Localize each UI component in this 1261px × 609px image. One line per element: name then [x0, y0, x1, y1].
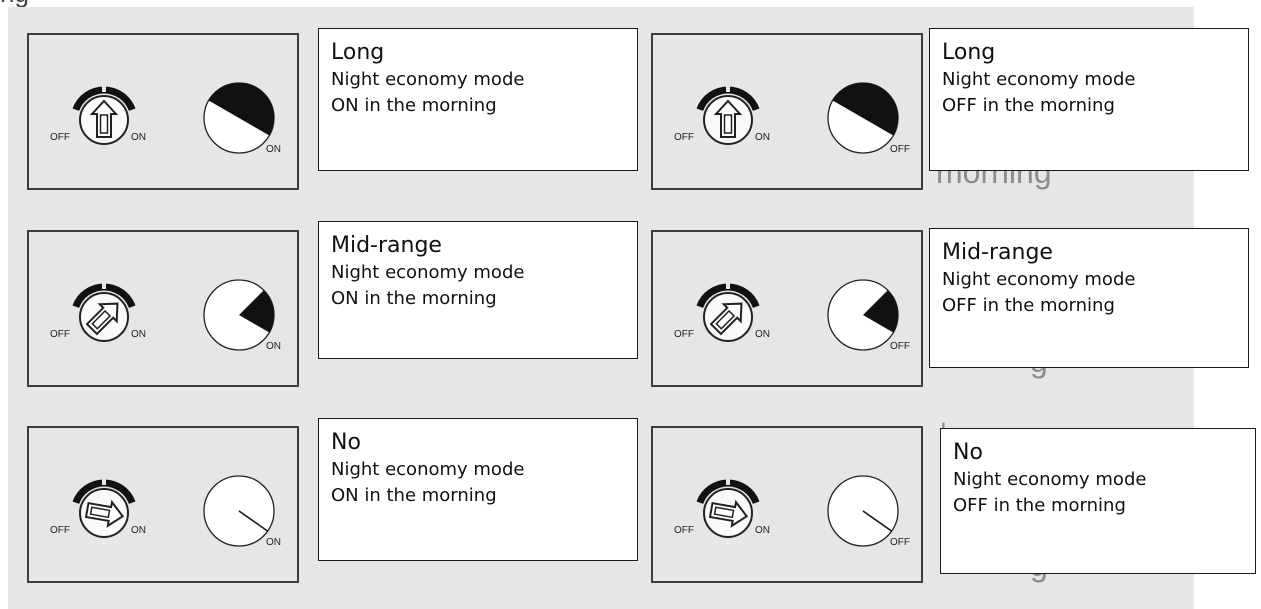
dial-box-no-on: OFF ON ON — [27, 426, 299, 583]
pie-position-label: OFF — [890, 537, 910, 548]
switch-arrow-icon — [709, 302, 743, 336]
switch-center-notch — [726, 80, 730, 92]
switch-center-notch — [102, 473, 106, 485]
label-line-2: ON in the morning — [331, 288, 497, 309]
pie-indicator-sector — [208, 83, 274, 136]
label-title: Long — [942, 40, 996, 65]
pie-position-label: ON — [266, 341, 281, 352]
header-partial-text: ng — [0, 0, 29, 9]
label-line-1: Night economy mode — [331, 459, 525, 480]
pie-indicator-sector — [239, 290, 274, 333]
label-line-1: Night economy mode — [942, 69, 1136, 90]
label-box-long-on: Long Night economy mode ON in the mornin… — [318, 28, 638, 171]
switch-center-notch — [726, 277, 730, 289]
pie-position-label: ON — [266, 144, 281, 155]
label-title: Mid-range — [942, 240, 1053, 265]
label-title: Long — [331, 40, 385, 65]
dial-box-midrange-on: OFF ON ON — [27, 230, 299, 387]
switch-off-label: OFF — [50, 329, 70, 340]
dial-drawing: OFF ON ON — [50, 80, 281, 155]
label-line-1: Night economy mode — [953, 469, 1147, 490]
top-strip: ng — [0, 0, 1261, 9]
dial-box-long-off: OFF ON OFF — [651, 33, 923, 190]
pie-position-label: OFF — [890, 341, 910, 352]
switch-on-label: ON — [131, 132, 146, 143]
label-box-long-off: Long Night economy mode OFF in the morni… — [929, 28, 1249, 171]
label-line-2: ON in the morning — [331, 485, 497, 506]
dial-box-midrange-off: OFF ON OFF — [651, 230, 923, 387]
pie-indicator-sector — [832, 83, 898, 136]
dial-drawing: OFF ON OFF — [674, 277, 910, 352]
switch-on-label: ON — [755, 329, 770, 340]
switch-on-label: ON — [131, 525, 146, 536]
label-title: No — [331, 430, 361, 455]
switch-arrow-icon — [89, 99, 119, 138]
switch-off-label: OFF — [674, 132, 694, 143]
label-box-no-off: No Night economy mode OFF in the morning — [940, 428, 1256, 574]
pie-indicator-line — [238, 510, 269, 532]
label-line-1: Night economy mode — [331, 262, 525, 283]
label-box-no-on: No Night economy mode ON in the morning — [318, 418, 638, 561]
switch-arrow-icon — [84, 499, 125, 528]
pie-position-label: ON — [266, 537, 281, 548]
label-line-2: OFF in the morning — [953, 495, 1126, 516]
switch-arrow-icon — [713, 99, 743, 138]
switch-arrow-icon — [708, 499, 749, 528]
switch-arrow-icon — [85, 302, 119, 336]
label-line-1: Night economy mode — [331, 69, 525, 90]
dial-drawing: OFF ON ON — [50, 473, 281, 548]
switch-on-label: ON — [755, 132, 770, 143]
dial-drawing: OFF ON ON — [50, 277, 281, 352]
label-box-midrange-off: Mid-range Night economy mode OFF in the … — [929, 228, 1249, 368]
label-title: No — [953, 440, 983, 465]
dial-drawing: OFF ON OFF — [674, 80, 910, 155]
label-title: Mid-range — [331, 233, 442, 258]
pie-position-label: OFF — [890, 144, 910, 155]
switch-off-label: OFF — [674, 525, 694, 536]
pie-indicator-line — [862, 510, 893, 532]
switch-center-notch — [102, 80, 106, 92]
dial-box-long-on: OFF ON ON — [27, 33, 299, 190]
label-box-midrange-on: Mid-range Night economy mode ON in the m… — [318, 221, 638, 359]
switch-on-label: ON — [131, 329, 146, 340]
dial-drawing: OFF ON OFF — [674, 473, 910, 548]
pie-indicator-sector — [863, 290, 898, 333]
switch-center-notch — [102, 277, 106, 289]
switch-off-label: OFF — [674, 329, 694, 340]
switch-off-label: OFF — [50, 525, 70, 536]
label-line-2: ON in the morning — [331, 95, 497, 116]
label-line-1: Night economy mode — [942, 269, 1136, 290]
dial-box-no-off: OFF ON OFF — [651, 426, 923, 583]
switch-on-label: ON — [755, 525, 770, 536]
label-line-2: OFF in the morning — [942, 295, 1115, 316]
switch-center-notch — [726, 473, 730, 485]
switch-off-label: OFF — [50, 132, 70, 143]
label-line-2: OFF in the morning — [942, 95, 1115, 116]
